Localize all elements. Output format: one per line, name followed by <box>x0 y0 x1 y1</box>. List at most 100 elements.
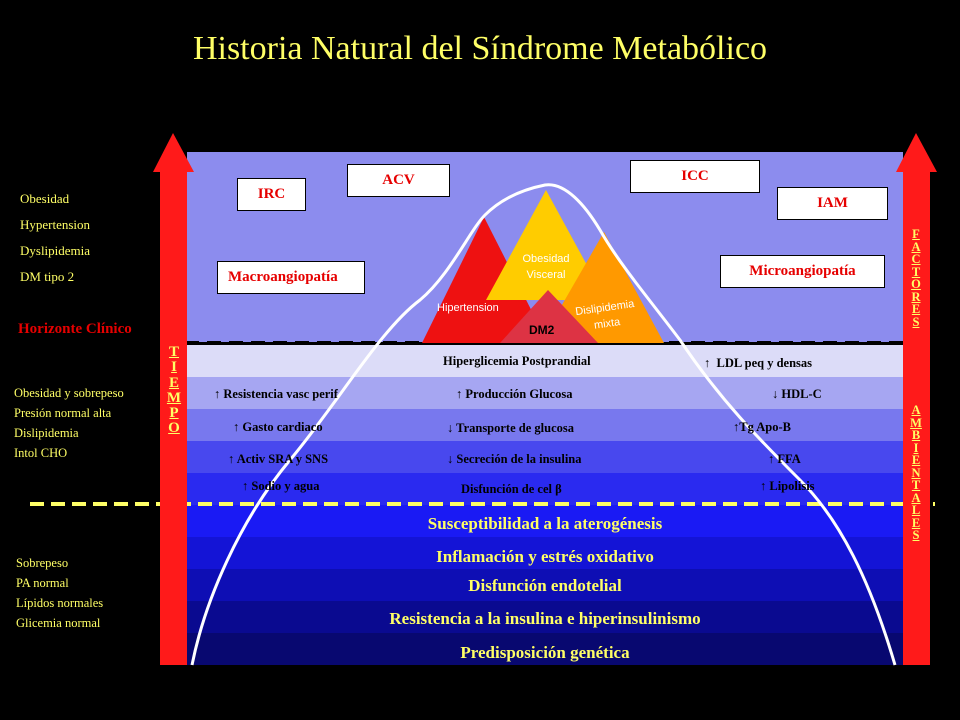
tiempo-arrow-shaft <box>160 170 187 665</box>
arrow-up-icon: ↑ <box>760 479 767 493</box>
row5-right: ↑ Lipolisis <box>760 479 815 494</box>
band-bottom-3 <box>187 569 903 601</box>
band-bottom-5 <box>187 633 903 665</box>
left-mid-item: Obesidad y sobrepeso <box>14 386 124 400</box>
row2-mid: ↑ Producción Glucosa <box>456 387 572 402</box>
left-bottom-item: Sobrepeso <box>16 556 69 570</box>
left-bottom-item: Glicemia normal <box>16 616 101 630</box>
factores-letter: E <box>911 302 921 316</box>
factores-letter: S <box>912 314 920 329</box>
arrow-up-icon: ↑ <box>704 356 711 370</box>
factores-letter: F <box>912 227 920 241</box>
arrow-down-icon: ↓ <box>772 387 779 401</box>
factores-arrow-head <box>896 133 937 172</box>
tiempo-letter: P <box>169 405 179 422</box>
ambientales-letter: B <box>911 428 921 442</box>
row5-mid: Disfunción de cel β <box>461 482 562 496</box>
box-iam: IAM <box>777 187 888 220</box>
arrow-up-icon: ↑ <box>214 387 221 401</box>
bottom-row-3: Disfunción endotelial <box>468 576 622 595</box>
row3-right: ↑Tg Apo-B <box>733 420 791 435</box>
row5-left: ↑ Sodio y agua <box>242 479 319 494</box>
peak-label-dm2: DM2 <box>529 323 555 337</box>
row2-left: ↑ Resistencia vasc perif <box>214 387 338 402</box>
row4-right-label: FFA <box>777 452 801 466</box>
tiempo-letter: E <box>168 374 179 391</box>
box-icc: ICC <box>630 160 760 193</box>
factores-letter: O <box>911 277 921 291</box>
ambientales-letter: E <box>911 515 921 530</box>
factores-letter: A <box>911 239 921 254</box>
ambientales-letter: M <box>910 415 922 430</box>
row1-right: ↑ LDL peq y densas <box>704 356 812 371</box>
band-bottom-2 <box>187 537 903 569</box>
peak-label-hipertension: Hipertension <box>437 302 499 314</box>
left-top-item: Obesidad <box>20 191 70 206</box>
ambientales-letter: A <box>911 490 921 505</box>
left-top-item: DM tipo 2 <box>20 269 75 284</box>
factores-letter: T <box>911 264 921 279</box>
band-row-3 <box>187 409 903 441</box>
row2-left-label: Resistencia vasc perif <box>223 387 338 401</box>
arrow-up-icon: ↑ <box>242 479 249 493</box>
arrow-down-icon: ↓ <box>447 452 454 466</box>
peak-hipertension <box>422 217 548 343</box>
horizon-label: Horizonte Clínico <box>18 321 132 337</box>
row3-mid-label: Transporte de glucosa <box>456 421 574 435</box>
bottom-row-4: Resistencia a la insulina e hiperinsulin… <box>389 609 701 628</box>
tiempo-letter: M <box>166 389 182 406</box>
left-mid-item: Intol CHO <box>14 446 68 460</box>
row2-mid-label: Producción Glucosa <box>465 387 573 401</box>
row4-left: ↑ Activ SRA y SNS <box>228 452 328 467</box>
box-acv: ACV <box>347 164 450 197</box>
left-top-item: Hypertension <box>20 217 91 232</box>
peak-label-obesidad: Obesidad Visceral <box>522 253 570 281</box>
left-mid-item: Presión normal alta <box>14 406 112 420</box>
left-top-item: Dyslipidemia <box>20 243 91 258</box>
box-macroangiopatia: Macroangiopatía <box>217 261 365 294</box>
left-bottom-item: PA normal <box>16 576 69 590</box>
row4-mid-label: Secreción de la insulina <box>456 452 582 466</box>
tiempo-arrow-head <box>153 133 194 172</box>
arrow-down-icon: ↓ <box>447 421 454 435</box>
row3-left: ↑ Gasto cardiaco <box>233 420 323 435</box>
row5-right-label: Lipolisis <box>769 479 815 493</box>
bottom-row-5: Predisposición genética <box>460 643 630 662</box>
row3-right-label: Tg Apo-B <box>739 420 792 434</box>
left-mid-item: Dislipidemia <box>14 426 79 440</box>
left-bottom-list: Sobrepeso PA normal Lípidos normales Gli… <box>16 553 103 633</box>
band-row-2 <box>187 377 903 409</box>
tiempo-letter: T <box>168 344 179 360</box>
arrow-up-icon: ↑ <box>456 387 463 401</box>
left-top-list: Obesidad Hypertension Dyslipidemia DM ti… <box>20 186 90 290</box>
ambientales-letter: S <box>912 528 920 542</box>
band-row-5 <box>187 473 903 505</box>
left-mid-list: Obesidad y sobrepeso Presión normal alta… <box>14 383 124 463</box>
ambientales-letter: I <box>913 440 919 455</box>
bottom-row-1: Susceptibilidad a la aterogénesis <box>427 514 663 533</box>
row1-mid: Hiperglicemia Postprandial <box>443 354 591 368</box>
row3-left-label: Gasto cardiaco <box>242 420 323 434</box>
arrow-up-icon: ↑ <box>768 452 775 466</box>
row5-left-label: Sodio y agua <box>251 479 320 493</box>
row4-left-label: Activ SRA y SNS <box>236 452 329 466</box>
page-title: Historia Natural del Síndrome Metabólico <box>192 30 768 67</box>
row3-mid: ↓ Transporte de glucosa <box>447 421 574 436</box>
band-bottom-4 <box>187 601 903 633</box>
row1-right-label: LDL peq y densas <box>716 356 813 370</box>
ambientales-letter: A <box>911 403 921 417</box>
tiempo-letter: I <box>171 359 177 376</box>
band-row-4 <box>187 441 903 473</box>
bottom-row-2: Inflamación y estrés oxidativo <box>436 547 654 566</box>
box-irc: IRC <box>237 178 306 211</box>
peak-dm2 <box>500 290 598 343</box>
arrow-up-icon: ↑ <box>228 452 235 466</box>
box-microangiopatia: Microangiopatía <box>720 255 885 288</box>
arrow-up-icon: ↑ <box>733 420 740 434</box>
band-bottom-1 <box>187 505 903 537</box>
row4-right: ↑ FFA <box>768 452 801 467</box>
ambientales-letter: E <box>911 453 921 467</box>
